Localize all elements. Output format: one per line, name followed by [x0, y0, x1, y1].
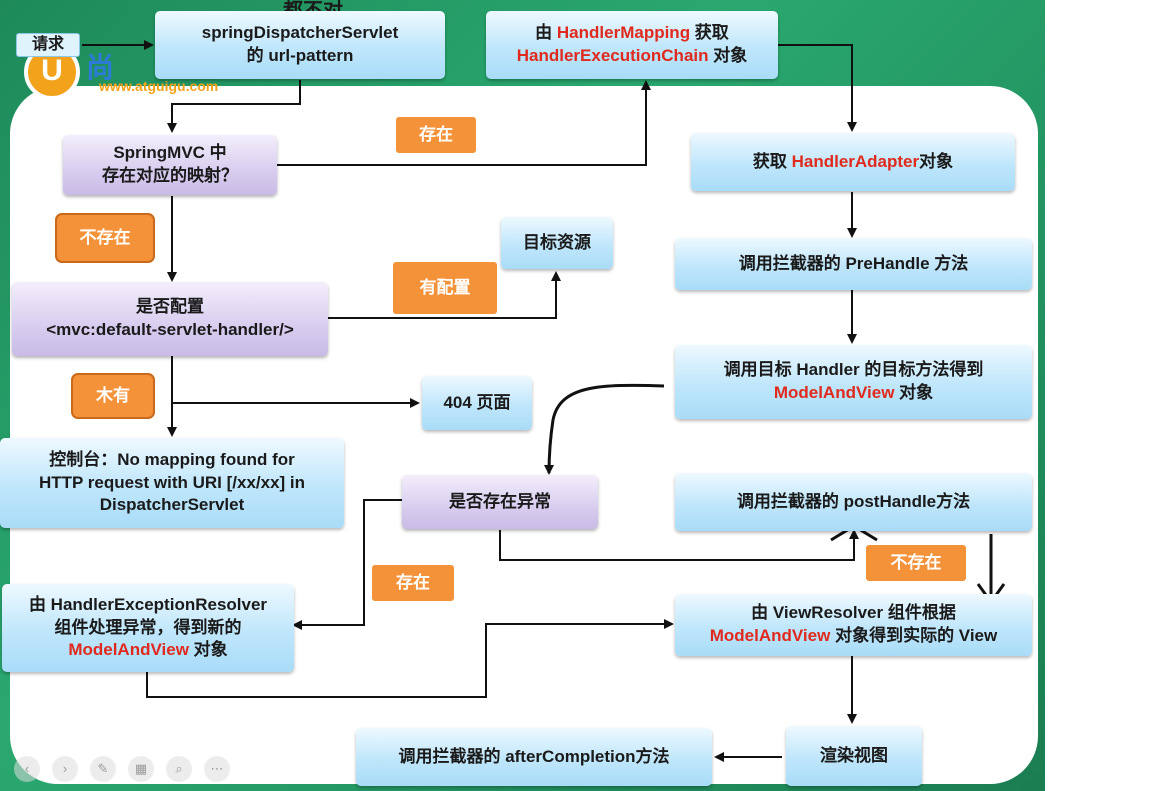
node-request: 请求 [16, 33, 80, 57]
pen-icon[interactable]: ✎ [90, 756, 116, 782]
grid-icon[interactable]: ▦ [128, 756, 154, 782]
node-has-exception: 是否存在异常 [402, 475, 598, 529]
node-invoke-handler: 调用目标 Handler 的目标方法得到 ModelAndView 对象 [675, 345, 1032, 419]
node-handler-mapping: 由 HandlerMapping 获取 HandlerExecutionChai… [486, 11, 778, 79]
label-exists-top: 存在 [396, 117, 476, 153]
arrow-default-to-404 [171, 356, 420, 408]
label-none: 木有 [71, 373, 155, 419]
label-exists-exception: 存在 [372, 565, 454, 601]
arrow-urlpattern-to-springmvc [167, 80, 301, 133]
arrow-resolver-to-viewresolver [146, 619, 674, 698]
label-configured: 有配置 [393, 262, 497, 314]
arrow-springmvc-to-handlermapping [276, 80, 651, 166]
zoom-icon[interactable]: ⌕ [166, 756, 192, 782]
logo-url: www.atguigu.com [99, 78, 219, 94]
node-posthandle: 调用拦截器的 postHandle方法 [675, 473, 1032, 531]
node-prehandle: 调用拦截器的 PreHandle 方法 [675, 238, 1032, 290]
prev-icon[interactable]: ‹ [14, 756, 40, 782]
node-url-pattern: springDispatcherServlet 的 url-pattern [155, 11, 445, 79]
label-not-exists-left: 不存在 [55, 213, 155, 263]
node-exception-resolver: 由 HandlerExceptionResolver 组件处理异常，得到新的 M… [2, 584, 294, 672]
node-default-servlet-handler: 是否配置 <mvc:default-servlet-handler/> [12, 282, 328, 356]
node-after-completion: 调用拦截器的 afterCompletion方法 [356, 728, 712, 786]
slide-toolbar: ‹ › ✎ ▦ ⌕ ⋯ [14, 756, 230, 782]
arrow-invoke-to-exception [544, 383, 665, 475]
arrow-exception-to-resolver [292, 499, 402, 630]
node-404-page: 404 页面 [422, 376, 532, 430]
next-icon[interactable]: › [52, 756, 78, 782]
node-console-message: 控制台：No mapping found for HTTP request wi… [0, 438, 344, 528]
node-handler-adapter: 获取 HandlerAdapter对象 [691, 133, 1015, 191]
arrow-handlermapping-to-adapter [778, 44, 857, 132]
cover-patch [598, 484, 676, 524]
arrow-default-to-target [328, 271, 561, 319]
node-springmvc-mapping: SpringMVC 中 存在对应的映射？ [63, 135, 277, 195]
node-view-resolver: 由 ViewResolver 组件根据 ModelAndView 对象得到实际的… [675, 594, 1032, 656]
arrow-exception-to-posthandle [499, 529, 859, 561]
node-render-view: 渲染视图 [786, 726, 922, 786]
node-target-resource: 目标资源 [501, 217, 613, 269]
label-not-exists-exception: 不存在 [866, 545, 966, 581]
more-icon[interactable]: ⋯ [204, 756, 230, 782]
logo-name: 尚 [86, 52, 115, 83]
